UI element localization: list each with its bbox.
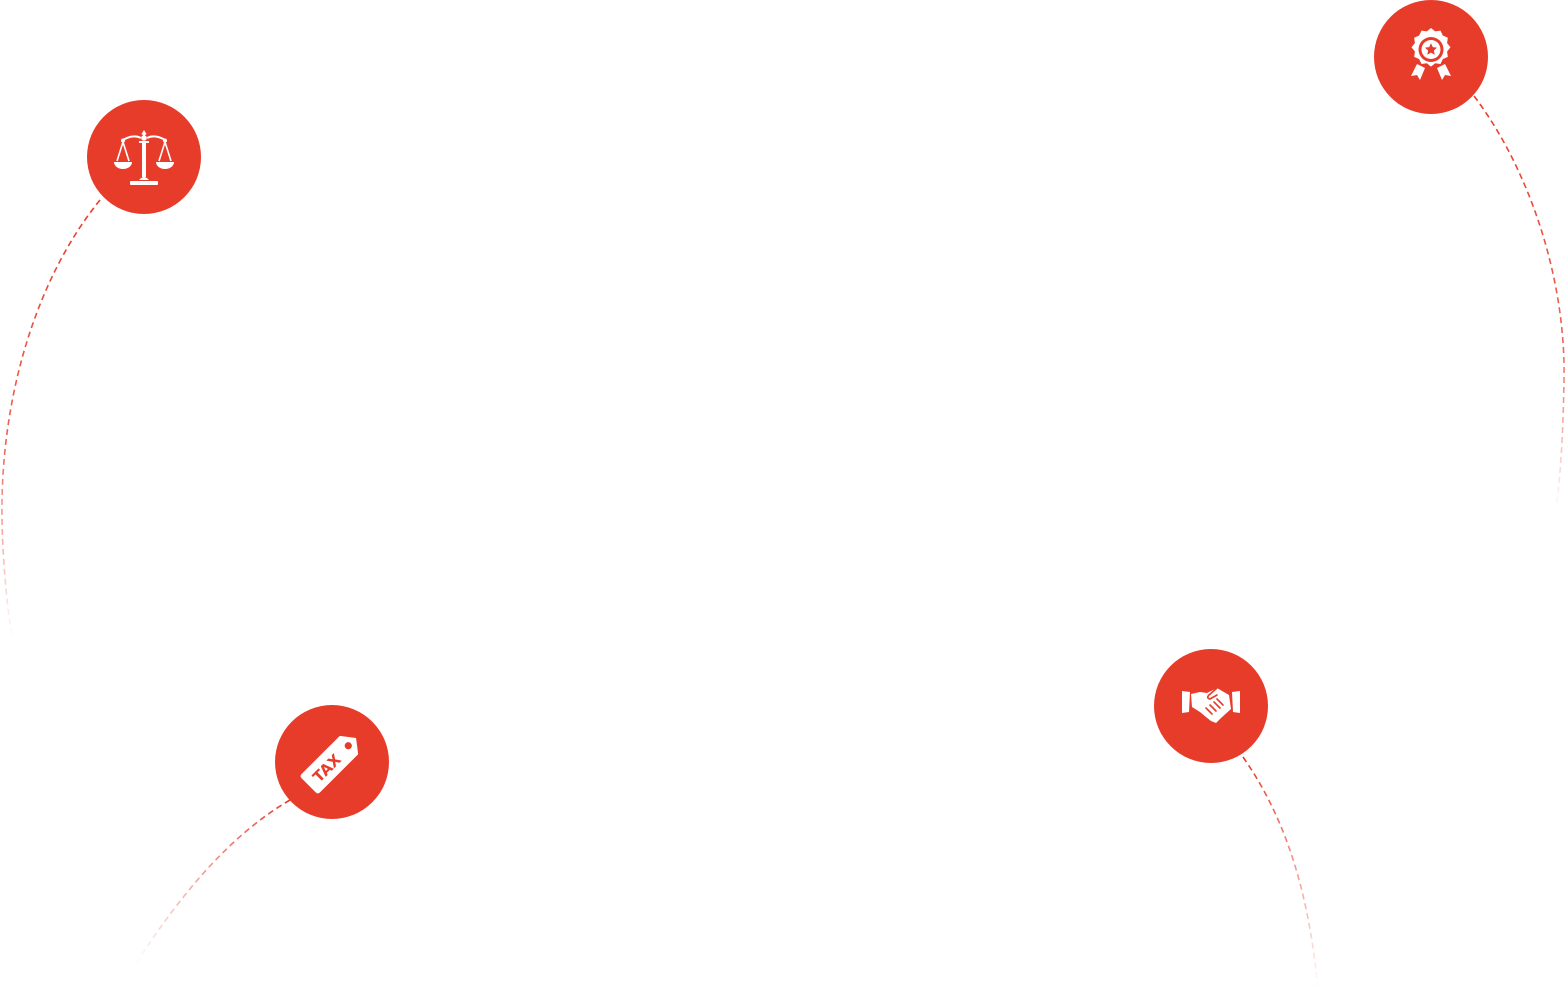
connector-line-handshake [1242, 756, 1319, 991]
award-ribbon-icon [1411, 28, 1451, 80]
award-badge [1374, 0, 1488, 114]
connector-line-scales [1, 199, 101, 641]
tax-tag-icon: TAX [300, 735, 359, 794]
tax-badge: TAX [275, 705, 389, 819]
handshake-icon [1182, 687, 1240, 723]
connector-line-tax [134, 799, 291, 966]
handshake-badge [1154, 649, 1268, 763]
connector-line-award [1473, 95, 1565, 511]
scales-badge [87, 100, 201, 214]
scales-of-justice-icon [114, 130, 174, 185]
